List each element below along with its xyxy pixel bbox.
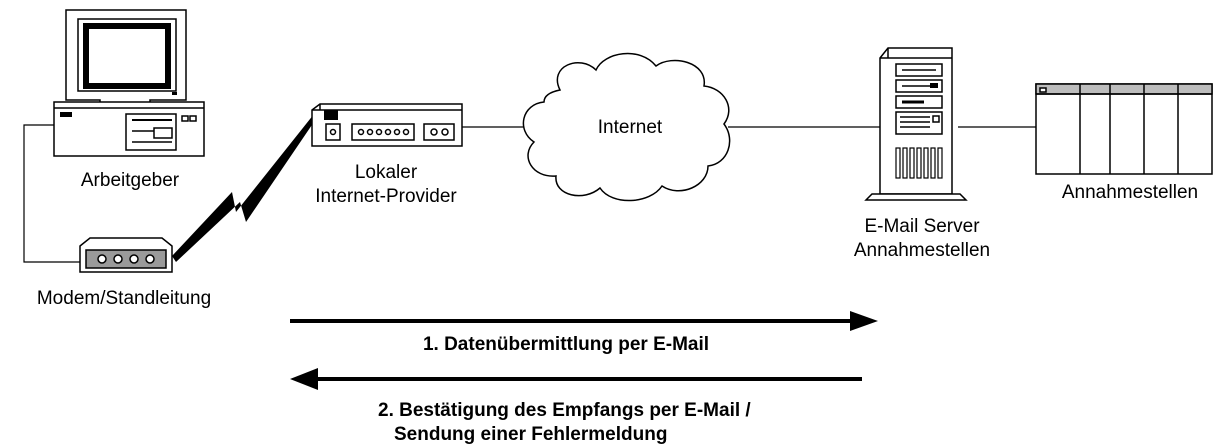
- receivers-label: Annahmestellen: [1062, 182, 1198, 203]
- internet-cloud-icon: [522, 52, 731, 202]
- isp-label-line1: Lokaler: [355, 162, 418, 183]
- reply-flow-label-line1: 2. Bestätigung des Empfangs per E-Mail /: [378, 400, 751, 421]
- isp-label-line2: Internet-Provider: [315, 186, 457, 207]
- reply-flow-label-line2: Sendung einer Fehlermeldung: [394, 424, 667, 445]
- dialup-link-icon: [172, 114, 318, 262]
- receivers-cabinet-icon: [1035, 83, 1213, 175]
- pc-modem-cable: [23, 124, 80, 263]
- employer-label: Arbeitgeber: [81, 170, 180, 191]
- mail-server-label-line2: Annahmestellen: [854, 240, 990, 261]
- isp-router-icon: [311, 103, 463, 147]
- mail-server-label-line1: E-Mail Server: [864, 216, 980, 237]
- employer-computer-icon: [53, 9, 205, 157]
- send-arrow: [290, 311, 878, 331]
- mail-server-icon: [864, 47, 968, 201]
- modem-label: Modem/Standleitung: [37, 288, 211, 309]
- send-flow-label: 1. Datenübermittlung per E-Mail: [423, 334, 709, 355]
- internet-label: Internet: [598, 117, 663, 138]
- connection-lines: [23, 124, 1036, 263]
- modem-icon: [79, 237, 173, 273]
- reply-arrow: [290, 368, 862, 390]
